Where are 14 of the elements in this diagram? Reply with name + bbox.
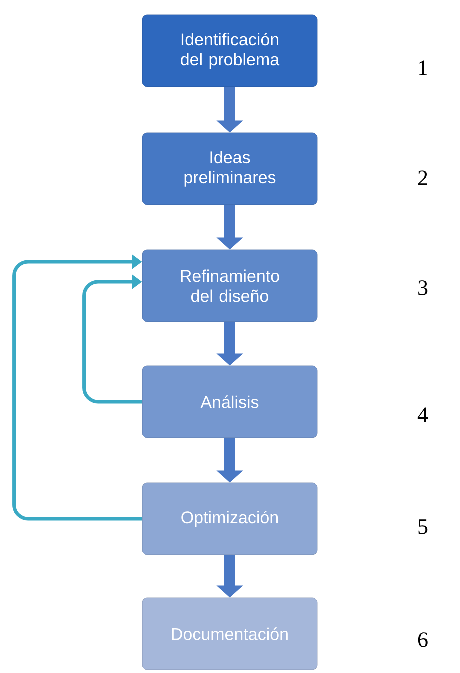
step-number: 1 (419, 60, 428, 76)
process-box: Ideas preliminares (142, 132, 318, 206)
loop-arrow (12, 254, 142, 521)
step-number: 3 (418, 280, 428, 296)
process-box: Identificación del problema (142, 14, 318, 88)
step-number: 2 (418, 170, 428, 186)
step-number: 4 (418, 408, 428, 422)
loop-arrow (82, 274, 142, 404)
step-number: 5 (418, 520, 428, 534)
process-box: Documentación (142, 598, 318, 670)
process-box: Refinamiento del diseño (142, 250, 318, 322)
process-box: Análisis (142, 366, 318, 438)
process-box: Optimización (142, 482, 318, 556)
step-number: 6 (418, 632, 428, 648)
